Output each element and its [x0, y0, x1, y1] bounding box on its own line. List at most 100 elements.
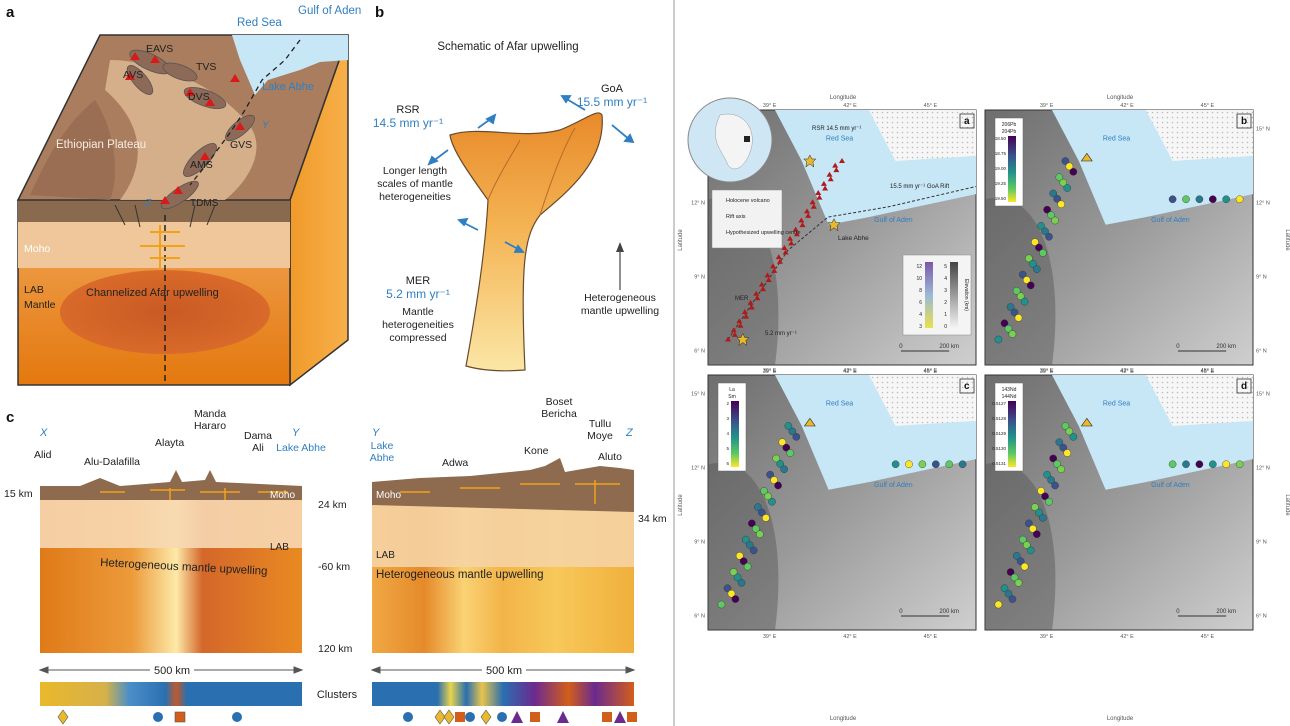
map-grid: Longitude Longitude Longitude Longitude … [678, 95, 1290, 722]
right-upwelling: Heterogeneous mantle upwelling [376, 569, 544, 581]
colorbar-2-tick: 2 [944, 300, 947, 306]
map-label-box [1236, 378, 1252, 394]
sample-dot [1055, 438, 1064, 447]
volcano-triangle [737, 322, 744, 328]
left-scale-bg [150, 663, 194, 677]
colorbar-tick: 0.5128 [992, 416, 1006, 421]
sample-dot [1000, 319, 1009, 328]
sample-dot [1004, 324, 1013, 333]
panel-c-label: c [6, 409, 14, 426]
volcano-triangle [754, 295, 761, 301]
sample-dot [741, 535, 750, 544]
lat-tick: 6° N [694, 613, 705, 619]
schematic-title: Schematic of Afar upwelling [437, 41, 578, 53]
volcano-triangle [743, 313, 750, 319]
sample-dot [770, 476, 778, 484]
sample-dot [958, 460, 967, 469]
panel-b: b Schematic of Afar upwelling GoA 15.5 m… [373, 4, 660, 372]
sample-dot [762, 514, 770, 522]
map-gulf: Gulf of Aden [1151, 217, 1190, 224]
volcano-triangle [775, 254, 782, 260]
volcano-triangle [820, 180, 827, 186]
mark-y: Y [262, 120, 270, 131]
sample-dot [717, 600, 726, 609]
volcano-triangle [816, 194, 823, 200]
lon-tick: 45° E [1201, 369, 1215, 375]
upwelling-star [736, 332, 750, 347]
label-compressed-wrap: Mantle heterogeneities compressed [382, 306, 454, 344]
colorbar-tick: 3 [726, 416, 729, 421]
volcano-aluto: Aluto [598, 451, 622, 463]
label-dvs: DVS [188, 91, 210, 103]
sample-dot [1063, 184, 1072, 192]
legend-item: Hypothesized upwelling centre [726, 230, 801, 236]
sample-dot [1029, 259, 1037, 268]
sample-dot [1051, 216, 1059, 225]
sample-dot [1043, 205, 1051, 214]
sample-dot [1065, 162, 1074, 171]
sample-dot [918, 460, 927, 469]
volcano-alid: Alid [34, 449, 52, 461]
sample-dot [1235, 195, 1244, 204]
label-rsr: RSR [396, 104, 419, 116]
volcano-triangle [827, 176, 834, 182]
sample-dot [1045, 497, 1053, 506]
label-moho: Moho [24, 243, 50, 255]
iso-ratio-top: La [729, 387, 735, 393]
volcano-triangle [839, 158, 845, 163]
lat-tick: 12° N [691, 465, 705, 471]
sample-dot [1018, 270, 1027, 279]
label-tdms: TDMS [190, 198, 219, 209]
colorbar-tick: 0.5127 [992, 401, 1006, 406]
depth-120: 120 km [318, 643, 353, 655]
colorbar-tick: 19.25 [995, 181, 1007, 186]
lon-tick: 39° E [1040, 103, 1054, 109]
lat-tick: 9° N [1256, 539, 1267, 545]
legend-item: Holocene volcano [726, 198, 770, 204]
label-hetero: Heterogeneous mantle upwelling [580, 292, 660, 317]
map-arabia [1145, 375, 1253, 426]
map-arabia [868, 110, 976, 161]
colorbar-2-tick: 0 [944, 324, 947, 330]
right-cluster-symbols [403, 709, 637, 725]
right-lake-wrap: Lake Abhe [370, 440, 395, 464]
sample-dot [1065, 427, 1074, 436]
colorbar-1 [925, 262, 933, 328]
upwelling-folds [487, 127, 576, 216]
volcano-manda-hararo: Manda Hararo [193, 408, 227, 432]
sample-dot [748, 519, 756, 528]
volcano-triangle [833, 167, 840, 173]
sample-dot [1047, 211, 1055, 219]
volcano-triangle [770, 263, 777, 269]
colorbar-2-tick: 4 [944, 276, 947, 282]
colorbar-1-tick: 10 [916, 276, 922, 282]
left-cluster-symbols [57, 709, 242, 725]
map-label-d: d [1241, 381, 1247, 392]
colorbar-2-tick: 5 [944, 264, 947, 270]
sample-dot [776, 460, 784, 468]
colorbar-tick: 18.50 [995, 136, 1007, 141]
sample-dot [739, 557, 748, 566]
lat-title-top: Latitude [678, 229, 684, 251]
lat-title-bottom-right: Latitude [1284, 494, 1290, 516]
upwelling-arrow-head [616, 242, 624, 252]
left-lake-abhe: Lake Abhe [276, 442, 326, 454]
volcano-triangle [815, 190, 822, 196]
sample-dot [743, 562, 752, 571]
lon-tick: 42° E [1120, 634, 1134, 640]
globe-study-area [744, 136, 750, 142]
sample-dot [1041, 227, 1049, 236]
spreading-arrows [427, 95, 635, 253]
sample-dot [1016, 557, 1025, 566]
sample-dot [994, 335, 1003, 344]
panel-b-label: b [375, 4, 384, 21]
right-section-lithosphere [372, 505, 634, 567]
volcano-dama-wrap: Dama Ali [244, 430, 272, 454]
map-red-sea: Red Sea [1103, 401, 1130, 408]
volcano-boset-wrap: Boset Bericha [541, 396, 577, 420]
sample-dot [780, 465, 788, 474]
right-section-crust [372, 458, 634, 512]
sample-dot [727, 589, 736, 598]
